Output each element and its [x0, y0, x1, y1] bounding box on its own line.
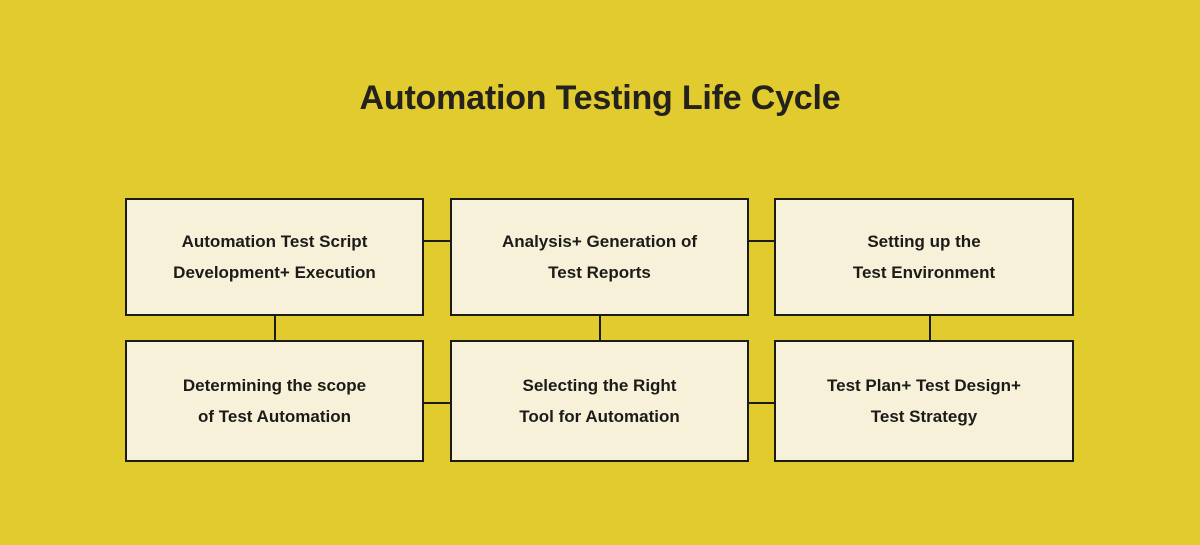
page-title: Automation Testing Life Cycle: [359, 79, 841, 117]
connector-col-3: [929, 316, 931, 340]
flow-node-label: Test Plan+ Test Design+ Test Strategy: [827, 376, 1021, 426]
connector-col-2: [599, 316, 601, 340]
flow-node-label: Selecting the Right Tool for Automation: [519, 376, 680, 426]
flow-node-setting-up-the-test-environment[interactable]: Setting up the Test Environment: [774, 198, 1074, 316]
flow-node-selecting-the-right-tool[interactable]: Selecting the Right Tool for Automation: [450, 340, 749, 462]
connector-col-1: [274, 316, 276, 340]
flow-node-test-plan-design-strategy[interactable]: Test Plan+ Test Design+ Test Strategy: [774, 340, 1074, 462]
flow-diagram: Automation Test Script Development+ Exec…: [125, 198, 1074, 462]
flow-node-label: Automation Test Script Development+ Exec…: [173, 232, 376, 282]
flow-node-analysis-generation-of-test-reports[interactable]: Analysis+ Generation of Test Reports: [450, 198, 749, 316]
connector-top-2-3: [749, 240, 774, 242]
connector-bottom-5-6: [749, 402, 774, 404]
flow-node-determining-the-scope[interactable]: Determining the scope of Test Automation: [125, 340, 424, 462]
connector-top-1-2: [424, 240, 450, 242]
connector-bottom-4-5: [424, 402, 450, 404]
flow-node-label: Analysis+ Generation of Test Reports: [501, 232, 698, 282]
flow-node-automation-test-script[interactable]: Automation Test Script Development+ Exec…: [125, 198, 424, 316]
flow-node-label: Setting up the Test Environment: [852, 232, 996, 282]
flow-node-label: Determining the scope of Test Automation: [182, 376, 367, 426]
